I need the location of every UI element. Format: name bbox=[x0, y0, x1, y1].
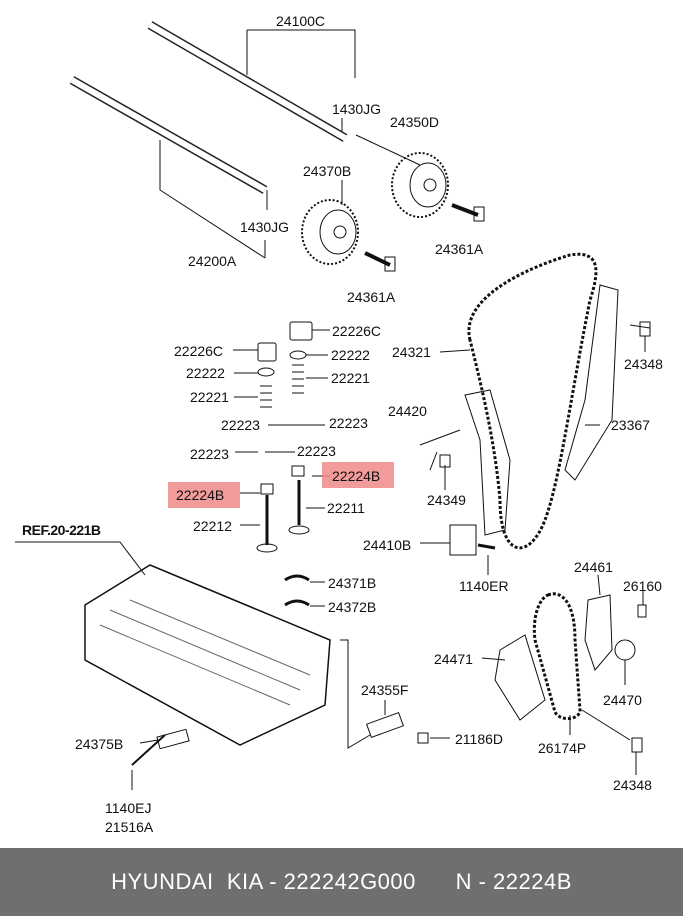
valve-exhaust-icon bbox=[256, 495, 278, 553]
label-22221-right: 22221 bbox=[331, 370, 370, 386]
label-22212: 22212 bbox=[193, 518, 232, 534]
parts-diagram: 24100C 1430JG 24350D 24370B 1430JG 24361… bbox=[15, 13, 663, 835]
spring-left-icon bbox=[260, 385, 272, 408]
label-24471: 24471 bbox=[434, 651, 473, 667]
bolt-26160-icon bbox=[637, 604, 647, 618]
label-24321: 24321 bbox=[392, 344, 431, 360]
label-22224b-right: 22224B bbox=[332, 468, 381, 484]
label-24461: 24461 bbox=[574, 559, 613, 575]
label-22211: 22211 bbox=[327, 500, 365, 516]
label-21186d: 21186D bbox=[455, 731, 504, 747]
bolt-24361a-upper-icon bbox=[451, 203, 485, 222]
bolt-24348-upper-icon bbox=[639, 321, 651, 337]
label-24348-top: 24348 bbox=[624, 356, 663, 372]
label-23367: 23367 bbox=[611, 417, 650, 433]
label-22222-left: 22222 bbox=[186, 365, 225, 381]
balance-chain-icon bbox=[532, 592, 582, 720]
label-22223-b: 22223 bbox=[329, 415, 368, 431]
label-24470: 24470 bbox=[603, 692, 642, 708]
camshaft-upper-icon bbox=[147, 21, 348, 142]
label-26174p: 26174P bbox=[538, 740, 587, 756]
valve-seal-left-icon bbox=[260, 483, 274, 495]
highlight-22224b-left bbox=[168, 482, 240, 508]
footer-part-code: N - 22224B bbox=[455, 869, 572, 894]
timing-chain-icon bbox=[467, 252, 598, 550]
bearing-24371b-icon bbox=[284, 574, 310, 582]
bolt-24361a-lower-icon bbox=[364, 251, 396, 272]
footer-brand-part-number: HYUNDAI KIA - 222242G000 bbox=[111, 869, 416, 894]
label-24100c: 24100C bbox=[276, 13, 326, 29]
cylinder-head-icon bbox=[84, 564, 331, 746]
cam-sprocket-lower-icon bbox=[301, 199, 359, 265]
label-26160: 26160 bbox=[623, 578, 662, 594]
label-22224b-left: 22224B bbox=[176, 487, 225, 503]
tensioner-24470-icon bbox=[614, 639, 636, 661]
retainer-left-icon bbox=[257, 367, 275, 377]
label-24410b: 24410B bbox=[363, 537, 412, 553]
label-22223-c: 22223 bbox=[297, 443, 336, 459]
label-22223-a: 22223 bbox=[221, 417, 260, 433]
valve-seal-right-icon bbox=[291, 465, 305, 477]
label-24350d: 24350D bbox=[390, 114, 440, 130]
tappet-right-icon bbox=[289, 321, 313, 341]
label-24348-bottom: 24348 bbox=[613, 777, 652, 793]
label-22221-left: 22221 bbox=[190, 389, 229, 405]
label-24370b: 24370B bbox=[303, 163, 352, 179]
sensor-24375b-icon bbox=[156, 728, 190, 750]
label-1140ej: 1140EJ bbox=[105, 800, 152, 816]
label-22223-d: 22223 bbox=[190, 446, 229, 462]
label-22222-right: 22222 bbox=[331, 347, 370, 363]
label-21516a: 21516A bbox=[105, 819, 154, 835]
label-24355f: 24355F bbox=[361, 682, 409, 698]
label-24361a-mid: 24361A bbox=[347, 289, 396, 305]
footer-gap bbox=[416, 869, 456, 895]
ref-label: REF.20-221B bbox=[22, 522, 101, 538]
bolt-24348-lower-icon bbox=[631, 737, 643, 753]
label-1430jg-mid: 1430JG bbox=[240, 219, 290, 235]
camshaft-lower-icon bbox=[69, 76, 268, 194]
label-24420: 24420 bbox=[388, 403, 427, 419]
bolt-21186d-icon bbox=[417, 732, 429, 744]
bolt-24349-icon bbox=[439, 454, 451, 468]
label-22226c-left: 22226C bbox=[174, 343, 224, 359]
oil-control-valve-24355f-icon bbox=[365, 711, 405, 739]
highlight-22224b-right bbox=[322, 462, 394, 488]
label-22226c-right: 22226C bbox=[332, 323, 382, 339]
chain-guide-24461-icon bbox=[584, 594, 613, 671]
label-24375b: 24375B bbox=[75, 736, 124, 752]
cam-sprocket-upper-icon bbox=[391, 152, 449, 218]
chain-guide-24471-icon bbox=[494, 634, 546, 721]
label-24361a-top: 24361A bbox=[435, 241, 484, 257]
label-24372b: 24372B bbox=[328, 599, 377, 615]
valve-intake-icon bbox=[288, 480, 310, 535]
footer-bar: HYUNDAI KIA - 222242G000 N - 22224B bbox=[0, 848, 683, 916]
label-24200a: 24200A bbox=[188, 253, 237, 269]
label-1430jg-top: 1430JG bbox=[332, 101, 382, 117]
tappet-left-icon bbox=[257, 342, 277, 362]
tensioner-24410b-icon bbox=[420, 524, 496, 556]
label-24371b: 24371B bbox=[328, 575, 377, 591]
label-1140er: 1140ER bbox=[459, 578, 509, 594]
chain-tensioner-arm-24420-icon bbox=[464, 389, 511, 536]
label-24349: 24349 bbox=[427, 492, 466, 508]
chain-guide-23367-icon bbox=[564, 284, 619, 481]
spring-right-icon bbox=[292, 364, 304, 394]
bearing-24372b-icon bbox=[284, 599, 310, 607]
retainer-right-icon bbox=[289, 350, 307, 360]
diagram-drawing bbox=[15, 21, 651, 790]
